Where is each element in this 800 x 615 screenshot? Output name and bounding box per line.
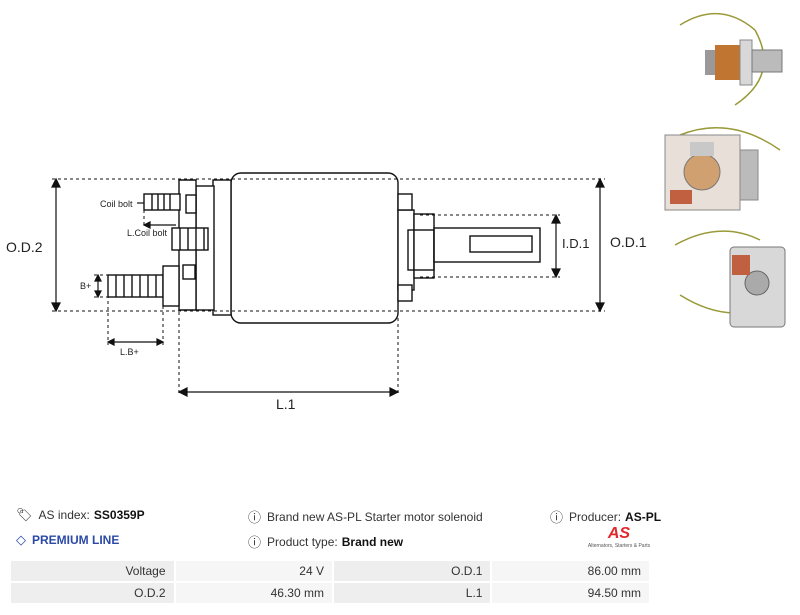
info-icon: ⓘ <box>248 535 262 550</box>
spec-value: 94.50 mm <box>492 583 649 603</box>
od2-label: O.D.2 <box>6 239 43 255</box>
producer: ⓘ Producer:AS-PL <box>550 507 661 526</box>
tag-icon: 🏷︎ <box>16 507 33 522</box>
coil-bolt <box>143 193 181 211</box>
spec-label: O.D.1 <box>333 561 491 581</box>
spec-label: L.1 <box>333 583 491 603</box>
as-index-value: SS0359P <box>93 508 145 522</box>
l-coil-bolt-label: L.Coil bolt <box>127 228 168 238</box>
left-cap <box>212 179 232 316</box>
spec-label: O.D.2 <box>11 583 174 603</box>
product-photo-front[interactable] <box>660 225 800 335</box>
table-row: O.D.2 46.30 mm L.1 94.50 mm <box>11 583 649 603</box>
id1-label: I.D.1 <box>562 236 589 251</box>
logo-tagline: Alternators, Starters & Parts <box>587 543 651 549</box>
solenoid-body <box>230 172 399 324</box>
producer-value: AS-PL <box>625 509 662 524</box>
b-plus-label: B+ <box>80 281 91 291</box>
as-logo: AS Alternators, Starters & Parts <box>586 525 652 555</box>
spec-label: Voltage <box>11 561 174 581</box>
spec-value: 24 V <box>175 561 332 581</box>
table-row: Voltage 24 V O.D.1 86.00 mm <box>11 561 649 581</box>
l1-label: L.1 <box>276 396 296 412</box>
spec-value: 46.30 mm <box>175 583 332 603</box>
product-photo-terminal[interactable] <box>660 120 800 220</box>
diamond-icon: ◇ <box>16 532 26 547</box>
specs-table: Voltage 24 V O.D.1 86.00 mm O.D.2 46.30 … <box>9 559 651 605</box>
product-type: ⓘ Product type:Brand new <box>248 532 403 551</box>
product-photo-side[interactable] <box>660 5 800 115</box>
info-icon: ⓘ <box>248 510 262 525</box>
premium-line[interactable]: ◇ PREMIUM LINE <box>16 532 120 547</box>
description: ⓘ Brand new AS-PL Starter motor solenoid <box>248 507 483 526</box>
coil-bolt-label: Coil bolt <box>100 199 133 209</box>
technical-drawing: O.D.2 O.D.1 I.D.1 L.1 Coil bolt L.Coil b… <box>6 172 647 412</box>
logo-text: AS <box>607 525 631 542</box>
product-type-value: Brand new <box>341 534 404 549</box>
spec-value: 86.00 mm <box>492 561 649 581</box>
info-icon: ⓘ <box>550 510 564 525</box>
lb-plus-label: L.B+ <box>120 347 139 357</box>
od1-label: O.D.1 <box>610 234 647 250</box>
as-index: 🏷︎ AS index:SS0359P <box>16 507 145 522</box>
